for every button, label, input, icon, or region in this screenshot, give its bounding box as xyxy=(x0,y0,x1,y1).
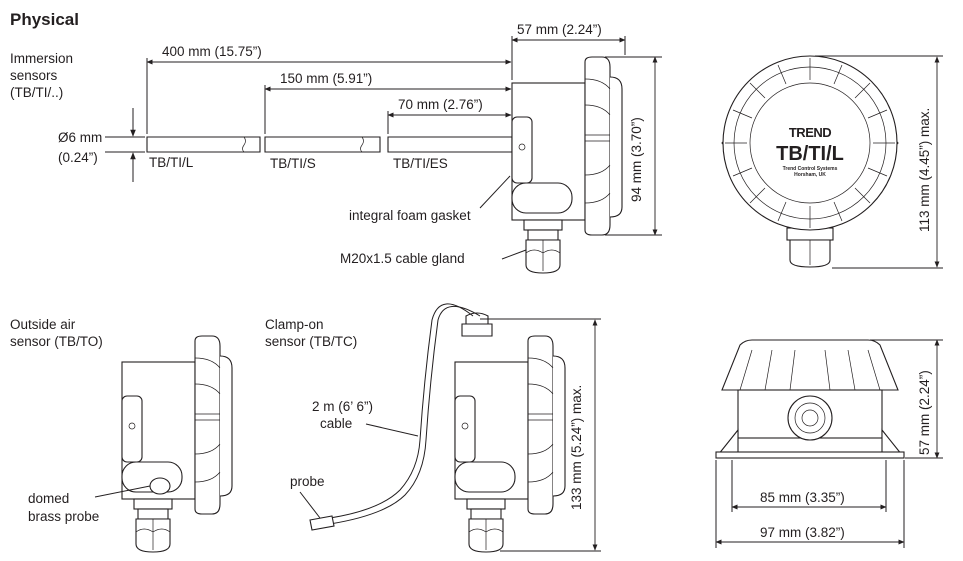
clamp-probe xyxy=(309,515,335,531)
cable xyxy=(329,303,474,519)
clamp-on-housing xyxy=(454,335,566,553)
probe-label-l: TB/TI/L xyxy=(149,155,194,170)
outside-air-housing xyxy=(121,335,233,553)
dimension-85mm-label: 85 mm (3.35”) xyxy=(760,490,845,505)
dimension-97mm-label: 97 mm (3.82”) xyxy=(760,525,845,540)
dimension-113mm-label: 113 mm (4.45”) max. xyxy=(917,108,932,232)
probe-label: probe xyxy=(290,474,325,489)
probe-tb-ti-s xyxy=(264,136,381,153)
immersion-label-line-1: Immersion xyxy=(10,51,73,66)
cable-label: cable xyxy=(320,416,352,431)
sensor-housing-side xyxy=(511,56,623,274)
front-view: TREND TB/TI/L Trend Control Systems Hors… xyxy=(721,55,943,269)
cap-profile xyxy=(721,339,899,391)
dimension-base-57mm-label: 57 mm (2.24”) xyxy=(917,370,932,455)
base-plate xyxy=(715,451,905,459)
clamp-on-label-line-2: sensor (TB/TC) xyxy=(265,334,357,349)
dimension-70mm-label: 70 mm (2.76”) xyxy=(398,97,483,112)
dimension-133mm-label: 133 mm (5.24”) max. xyxy=(569,385,584,510)
base-view: 57 mm (2.24”) 85 mm (3.35”) 97 mm (3.82”… xyxy=(715,339,943,548)
outside-air-sensor-view: Outside air sensor (TB/TO) domed brass p… xyxy=(10,317,233,553)
company-line-2: Horsham, UK xyxy=(794,172,826,178)
gasket-label: integral foam gasket xyxy=(349,208,471,223)
section-title: Physical xyxy=(10,10,79,29)
model-label: TB/TI/L xyxy=(776,143,844,165)
immersion-label-line-2: sensors xyxy=(10,68,58,83)
domed-probe-label-line-1: domed xyxy=(28,491,69,506)
dimension-150mm-label: 150 mm (5.91”) xyxy=(280,71,372,86)
immersion-sensors-view: Immersion sensors (TB/TI/..) 400 mm (15.… xyxy=(10,22,662,274)
dimension-94mm-label: 94 mm (3.70”) xyxy=(629,117,644,202)
brand-logo: TREND xyxy=(789,125,831,140)
immersion-label-line-3: (TB/TI/..) xyxy=(10,85,63,100)
domed-probe-label-line-2: brass probe xyxy=(28,509,99,524)
dimension-400mm-label: 400 mm (15.75”) xyxy=(162,44,262,59)
cable-gland-label: M20x1.5 cable gland xyxy=(340,251,465,266)
clamp-on-label-line-1: Clamp-on xyxy=(265,317,324,332)
dimension-57mm-label: 57 mm (2.24”) xyxy=(517,22,602,37)
domed-brass-probe xyxy=(149,477,171,495)
outer-ring xyxy=(722,55,898,231)
diameter-mm-label: Ø6 mm xyxy=(58,130,102,145)
probe-lengths xyxy=(146,136,513,153)
company-line-1: Trend Control Systems xyxy=(783,166,838,172)
probe-label-es: TB/TI/ES xyxy=(393,156,448,171)
diameter-in-label: (0.24”) xyxy=(58,150,98,165)
probe-tb-ti-es xyxy=(387,136,513,153)
probe-tb-ti-l xyxy=(146,136,261,153)
outside-air-label-line-1: Outside air xyxy=(10,317,76,332)
cable-length-label: 2 m (6’ 6”) xyxy=(312,399,373,414)
outside-air-label-line-2: sensor (TB/TO) xyxy=(10,334,103,349)
probe-label-s: TB/TI/S xyxy=(270,156,316,171)
clamp-on-sensor-view: Clamp-on sensor (TB/TC) 2 m (6’ 6”) cabl… xyxy=(265,303,601,553)
